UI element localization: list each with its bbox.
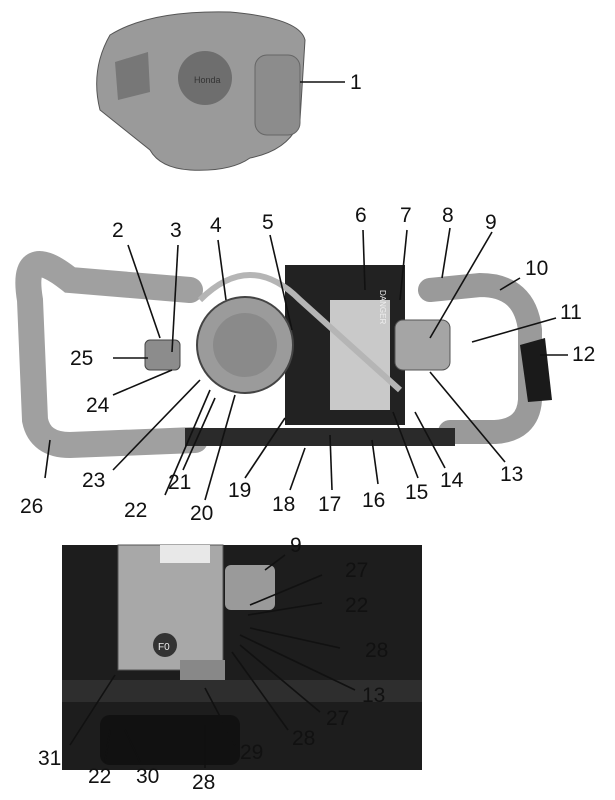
- callout-17: 17: [318, 493, 342, 516]
- callout-detail-30: 30: [136, 765, 160, 788]
- callout-7: 7: [400, 204, 412, 227]
- callout-19: 19: [228, 479, 252, 502]
- callout-21: 21: [168, 471, 192, 494]
- cover-brand-text: Honda: [194, 75, 221, 85]
- callout-detail-31: 31: [38, 747, 62, 770]
- callout-25: 25: [70, 347, 94, 370]
- callout-24: 24: [86, 394, 110, 417]
- callout-16: 16: [362, 489, 386, 512]
- fuse-label-text: F0: [158, 642, 170, 653]
- callout-23: 23: [82, 469, 106, 492]
- callout-detail-28b: 28: [292, 727, 316, 750]
- cover-part: Honda: [96, 11, 306, 171]
- callout-detail-28c: 28: [192, 771, 216, 794]
- top-view-part: DANGER: [15, 251, 552, 459]
- callout-26: 26: [20, 495, 44, 518]
- callout-detail-22a: 22: [345, 594, 369, 617]
- callout-14: 14: [440, 469, 464, 492]
- callout-detail-9: 9: [290, 534, 302, 557]
- callout-11: 11: [560, 301, 582, 324]
- callout-detail-27b: 27: [326, 707, 350, 730]
- callout-8: 8: [442, 204, 454, 227]
- callout-4: 4: [210, 214, 222, 237]
- callout-15: 15: [405, 481, 429, 504]
- detail-view-part: F0: [62, 544, 422, 770]
- leader-lines: [44, 81, 568, 768]
- callout-2: 2: [112, 219, 124, 242]
- callout-20: 20: [190, 502, 214, 525]
- callout-22: 22: [124, 499, 148, 522]
- callout-10: 10: [525, 257, 549, 280]
- callout-12: 12: [572, 343, 596, 366]
- callout-detail-28a: 28: [365, 639, 389, 662]
- callout-detail-13: 13: [362, 684, 386, 707]
- callout-9: 9: [485, 211, 497, 234]
- callout-detail-27a: 27: [345, 559, 369, 582]
- battery-warning-text: DANGER: [378, 290, 387, 324]
- callout-1: 1: [350, 71, 362, 94]
- callout-3: 3: [170, 219, 182, 242]
- callout-6: 6: [355, 204, 367, 227]
- callout-13: 13: [500, 463, 524, 486]
- callout-detail-29: 29: [240, 741, 264, 764]
- callout-18: 18: [272, 493, 296, 516]
- callout-5: 5: [262, 211, 274, 234]
- callout-detail-22b: 22: [88, 765, 112, 788]
